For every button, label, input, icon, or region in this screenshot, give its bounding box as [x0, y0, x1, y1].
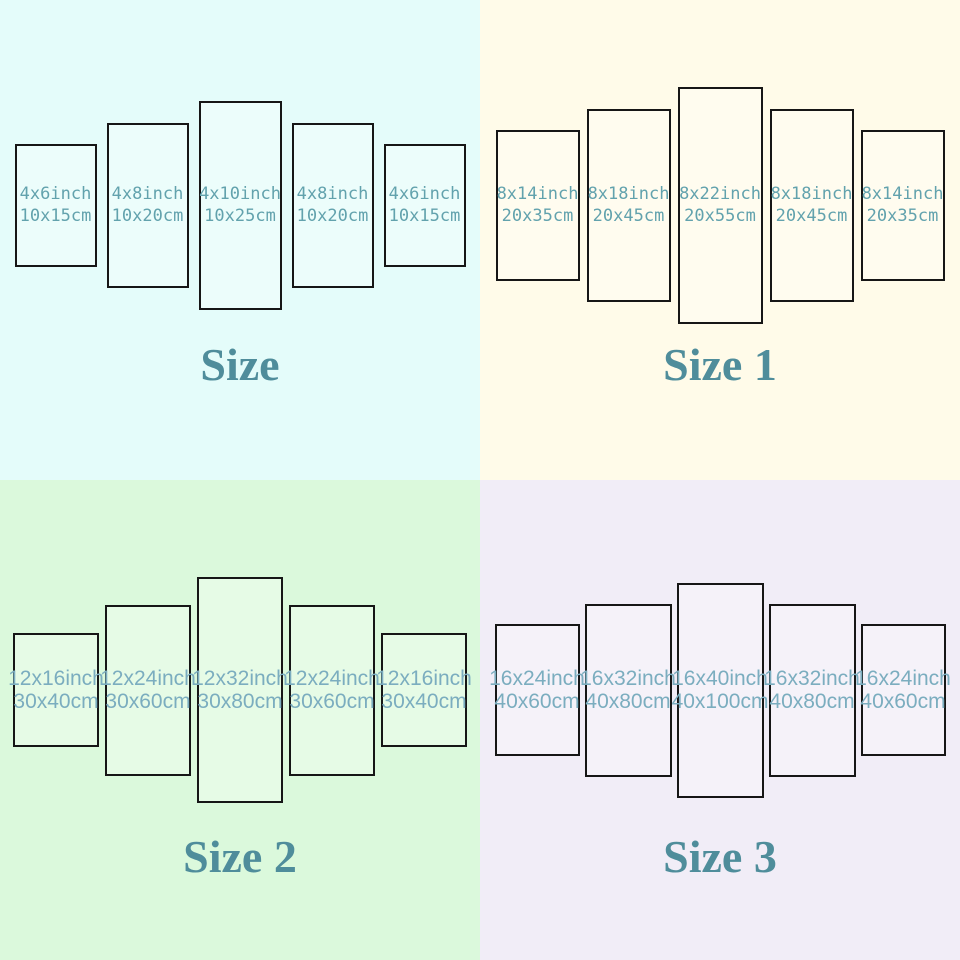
panel-size-cm: 20x35cm	[501, 206, 574, 226]
canvas-panel: 12x16inch 30x40cm	[8, 633, 104, 747]
panel-size-cm: 40x60cm	[494, 690, 580, 713]
panel-size-inch: 12x24inch	[100, 667, 196, 690]
panel-size-cm: 10x15cm	[388, 206, 461, 226]
panel-size-inch: 12x16inch	[8, 667, 104, 690]
canvas-panel: 8x18inch 20x45cm	[586, 108, 671, 302]
panel-size-inch: 4x6inch	[388, 184, 461, 204]
panel-size-inch: 8x22inch	[679, 184, 761, 204]
panel-size-cm: 10x20cm	[111, 206, 184, 226]
panel-row: 12x16inch 30x40cm 12x24inch 30x60cm 12x3…	[0, 480, 480, 900]
panel-size-cm: 10x15cm	[19, 206, 92, 226]
canvas-panel: 4x6inch 10x15cm	[383, 143, 466, 267]
panel-size-cm: 40x80cm	[585, 690, 671, 713]
size-chart-title: Size	[200, 339, 280, 390]
canvas-panel: 8x22inch 20x55cm	[677, 86, 763, 324]
canvas-panel: 8x18inch 20x45cm	[769, 108, 854, 302]
panel-size-cm: 10x20cm	[296, 206, 369, 226]
size-chart-quadrant-size-3: 16x24inch 40x60cm 16x32inch 40x80cm 16x4…	[480, 480, 960, 960]
panel-size-inch: 8x14inch	[496, 184, 579, 204]
panel-row: 16x24inch 40x60cm 16x32inch 40x80cm 16x4…	[480, 480, 960, 900]
size-chart-title: Size 2	[183, 831, 297, 882]
panel-size-inch: 16x40inch	[672, 667, 768, 690]
size-chart-quadrant-size-1: 8x14inch 20x35cm 8x18inch 20x45cm 8x22in…	[480, 0, 960, 480]
panel-size-cm: 30x40cm	[381, 690, 467, 713]
canvas-panel: 16x40inch 40x100cm	[672, 582, 768, 798]
size-chart-quadrant-size: 4x6inch 10x15cm 4x8inch 10x20cm 4x10inch…	[0, 0, 480, 480]
panel-size-inch: 12x24inch	[284, 667, 380, 690]
panel-size-inch: 8x18inch	[770, 184, 853, 204]
size-chart-title: Size 3	[663, 831, 777, 882]
canvas-panel: 16x32inch 40x80cm	[764, 603, 860, 777]
panel-size-inch: 12x16inch	[376, 667, 472, 690]
panel-size-cm: 30x80cm	[197, 690, 283, 713]
canvas-panel: 12x16inch 30x40cm	[376, 633, 472, 747]
panel-size-inch: 4x10inch	[199, 184, 281, 204]
panel-size-cm: 20x55cm	[684, 206, 756, 226]
panel-size-cm: 20x45cm	[775, 206, 848, 226]
canvas-panel: 12x32inch 30x80cm	[192, 577, 288, 803]
panel-row: 4x6inch 10x15cm 4x8inch 10x20cm 4x10inch…	[0, 0, 480, 410]
canvas-panel: 16x24inch 40x60cm	[855, 624, 951, 756]
canvas-panel: 12x24inch 30x60cm	[100, 604, 196, 776]
panel-size-inch: 16x32inch	[764, 667, 860, 690]
panel-size-cm: 40x100cm	[671, 690, 769, 713]
panel-size-inch: 16x24inch	[489, 667, 585, 690]
canvas-panel: 12x24inch 30x60cm	[284, 604, 380, 776]
panel-size-cm: 20x45cm	[592, 206, 665, 226]
panel-size-cm: 10x25cm	[204, 206, 276, 226]
panel-size-inch: 8x18inch	[587, 184, 670, 204]
panel-size-inch: 4x8inch	[111, 184, 184, 204]
panel-row: 8x14inch 20x35cm 8x18inch 20x45cm 8x22in…	[480, 0, 960, 410]
canvas-panel: 8x14inch 20x35cm	[860, 129, 945, 281]
panel-size-inch: 12x32inch	[192, 667, 288, 690]
canvas-panel: 4x8inch 10x20cm	[106, 122, 189, 288]
panel-size-cm: 20x35cm	[866, 206, 939, 226]
panel-size-inch: 16x32inch	[580, 667, 676, 690]
panel-size-inch: 16x24inch	[855, 667, 951, 690]
canvas-panel: 8x14inch 20x35cm	[495, 129, 580, 281]
canvas-panel: 16x24inch 40x60cm	[489, 624, 585, 756]
panel-size-cm: 30x60cm	[289, 690, 375, 713]
size-chart-title: Size 1	[663, 339, 777, 390]
canvas-panel: 16x32inch 40x80cm	[580, 603, 676, 777]
panel-size-inch: 8x14inch	[861, 184, 944, 204]
panel-size-cm: 40x60cm	[860, 690, 946, 713]
canvas-panel: 4x8inch 10x20cm	[291, 122, 374, 288]
size-chart-quadrant-size-2: 12x16inch 30x40cm 12x24inch 30x60cm 12x3…	[0, 480, 480, 960]
canvas-panel: 4x10inch 10x25cm	[198, 100, 282, 310]
panel-size-cm: 30x40cm	[13, 690, 99, 713]
canvas-panel: 4x6inch 10x15cm	[14, 143, 97, 267]
panel-size-inch: 4x6inch	[19, 184, 92, 204]
panel-size-cm: 30x60cm	[105, 690, 191, 713]
panel-size-inch: 4x8inch	[296, 184, 369, 204]
panel-size-cm: 40x80cm	[769, 690, 855, 713]
